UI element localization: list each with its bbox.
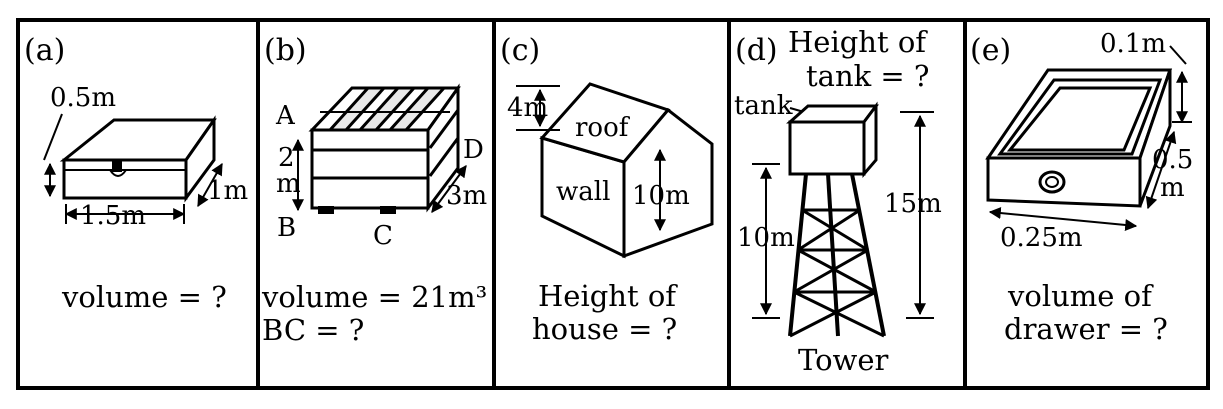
outer-frame (16, 18, 1210, 390)
tower-height-label: 10m (737, 223, 795, 253)
caption-line: drawer = ? (1004, 312, 1168, 346)
roof-height-label: 4m (507, 93, 548, 123)
wall-height-label: 10m (632, 181, 690, 211)
length-label: 1.5m (80, 201, 146, 231)
crate-figure (308, 83, 461, 214)
panel-label: (b) (264, 33, 307, 68)
panel-label: (e) (970, 33, 1011, 68)
height-number-label: 2 (278, 143, 295, 173)
total-height-label: 15m (884, 189, 942, 219)
roof-label: roof (575, 113, 631, 143)
tank-label: tank (734, 91, 793, 121)
drawer-figure (985, 68, 1173, 208)
caption-line: Height of (538, 279, 678, 313)
panel-e: (e) 0.1m 0.5 m 0.25m volume of drawer = … (970, 29, 1193, 346)
box-figure (59, 115, 217, 203)
panel-c: (c) roof wall 4m 10m Height of house = ? (500, 33, 714, 346)
width-label: 1m (207, 176, 248, 206)
point-D: D (463, 135, 484, 165)
height-unit-label: m (276, 169, 301, 199)
panel-d: (d) Height of tank = ? tank 10m (734, 25, 942, 377)
panel-label: (d) (735, 33, 778, 68)
point-B: B (277, 213, 296, 243)
length-unit-label: m (1160, 173, 1185, 203)
tower-figure (788, 173, 886, 338)
title-line: Height of (788, 25, 928, 59)
length-number-label: 0.5 (1152, 145, 1193, 175)
wall-label: wall (556, 177, 610, 207)
caption-line: volume = ? (61, 280, 227, 314)
caption-line: volume = 21m³ (261, 280, 487, 314)
height-label: 0.5m (50, 83, 116, 113)
width-label: 0.25m (1000, 223, 1083, 253)
caption-line: BC = ? (262, 313, 364, 347)
house-figure (539, 82, 714, 259)
panel-label: (c) (500, 33, 540, 68)
point-A: A (275, 101, 296, 131)
point-C: C (373, 221, 393, 251)
panel-a: (a) 0.5m 1.5m 1m volume = ? (24, 33, 248, 314)
title-line: tank = ? (806, 59, 929, 93)
tank-figure (786, 101, 879, 179)
caption-line: volume of (1007, 279, 1154, 313)
depth-label: 0.1m (1100, 29, 1166, 59)
panel-label: (a) (24, 33, 65, 68)
panel-b: (b) A 2 m B C D 3m volume = 21m³ BC = ? (261, 33, 487, 347)
width-label: 3m (446, 181, 487, 211)
caption-line: house = ? (532, 312, 677, 346)
caption-line: Tower (798, 343, 889, 377)
